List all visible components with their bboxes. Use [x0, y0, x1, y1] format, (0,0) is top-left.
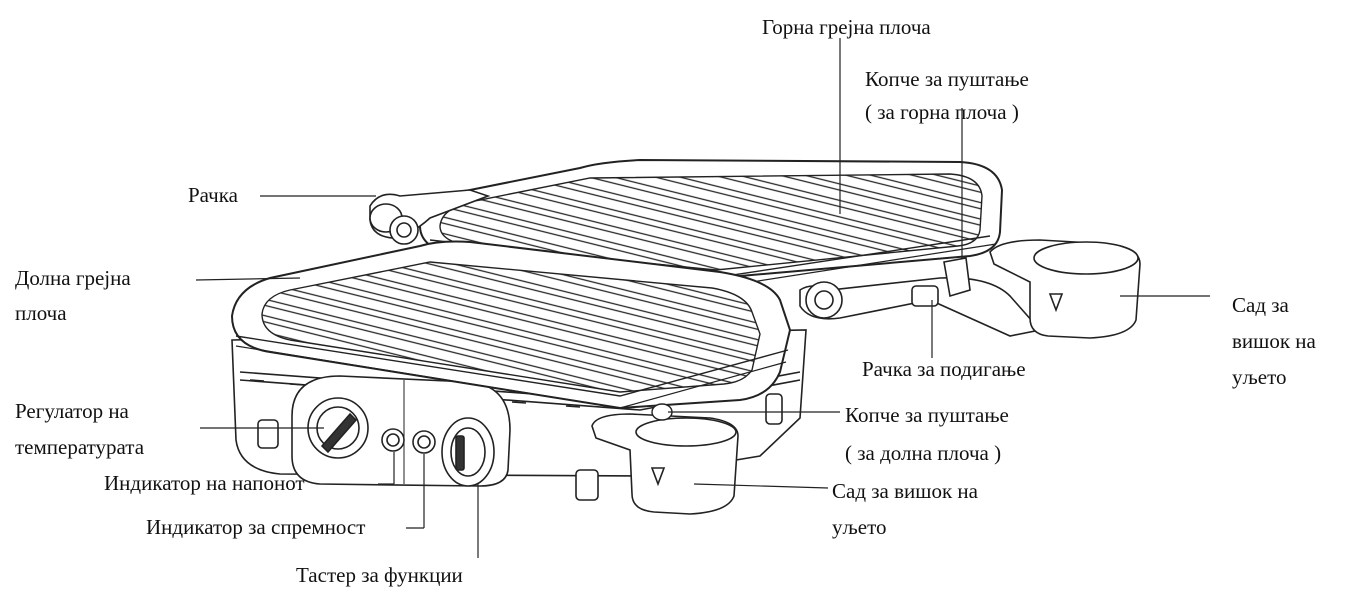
- label-temp-regulator-2: температурата: [15, 432, 144, 463]
- label-oil-tray-front-2: уљето: [832, 512, 887, 543]
- label-bottom-plate-cont: плоча: [15, 298, 67, 329]
- label-lower-release-note: ( за долна плоча ): [845, 438, 1001, 469]
- label-handle: Рачка: [188, 180, 238, 211]
- label-top-plate: Горна грејна плоча: [762, 12, 931, 43]
- label-upper-release-note: ( за горна плоча ): [865, 97, 1019, 128]
- label-oil-tray-front: Сад за вишок на: [832, 476, 978, 507]
- label-upper-release: Копче за пуштање: [865, 64, 1029, 95]
- label-function-button: Тастер за функции: [296, 560, 463, 591]
- label-power-indicator: Индикатор на напонот: [104, 468, 305, 499]
- label-oil-tray-right: Сад за: [1232, 290, 1289, 321]
- function-dial: [442, 418, 494, 486]
- label-lower-release: Копче за пуштање: [845, 400, 1009, 431]
- label-temp-regulator: Регулатор на: [15, 396, 129, 427]
- label-bottom-plate: Долна грејна: [15, 263, 131, 294]
- label-oil-tray-right-2: вишок на: [1232, 326, 1316, 357]
- label-lift-handle: Рачка за подигање: [862, 354, 1026, 385]
- label-ready-indicator: Индикатор за спремност: [146, 512, 365, 543]
- label-oil-tray-right-3: уљето: [1232, 362, 1287, 393]
